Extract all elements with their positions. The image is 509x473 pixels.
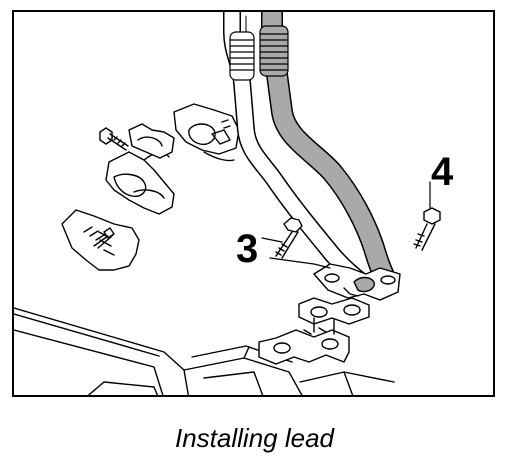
pipe-clips bbox=[105, 103, 240, 215]
bolt-left bbox=[99, 127, 129, 151]
base-plate bbox=[14, 307, 395, 395]
pipe-flange bbox=[313, 263, 401, 301]
lead-pipe-highlighted bbox=[259, 12, 397, 291]
figure-caption: Installing lead bbox=[175, 423, 334, 453]
callout-number-4: 4 bbox=[431, 150, 454, 194]
leader-lines bbox=[261, 181, 431, 269]
diagram-frame: 3 4 bbox=[12, 10, 495, 397]
lead-pipe-plain bbox=[223, 12, 371, 291]
bolt-3 bbox=[275, 217, 303, 259]
bolt-4 bbox=[413, 207, 441, 251]
screw-gasket bbox=[93, 227, 115, 249]
callout-number-3: 3 bbox=[236, 227, 259, 271]
mounting-bracket bbox=[258, 297, 370, 365]
gasket-plate bbox=[61, 209, 140, 271]
line-drawing bbox=[14, 12, 441, 395]
